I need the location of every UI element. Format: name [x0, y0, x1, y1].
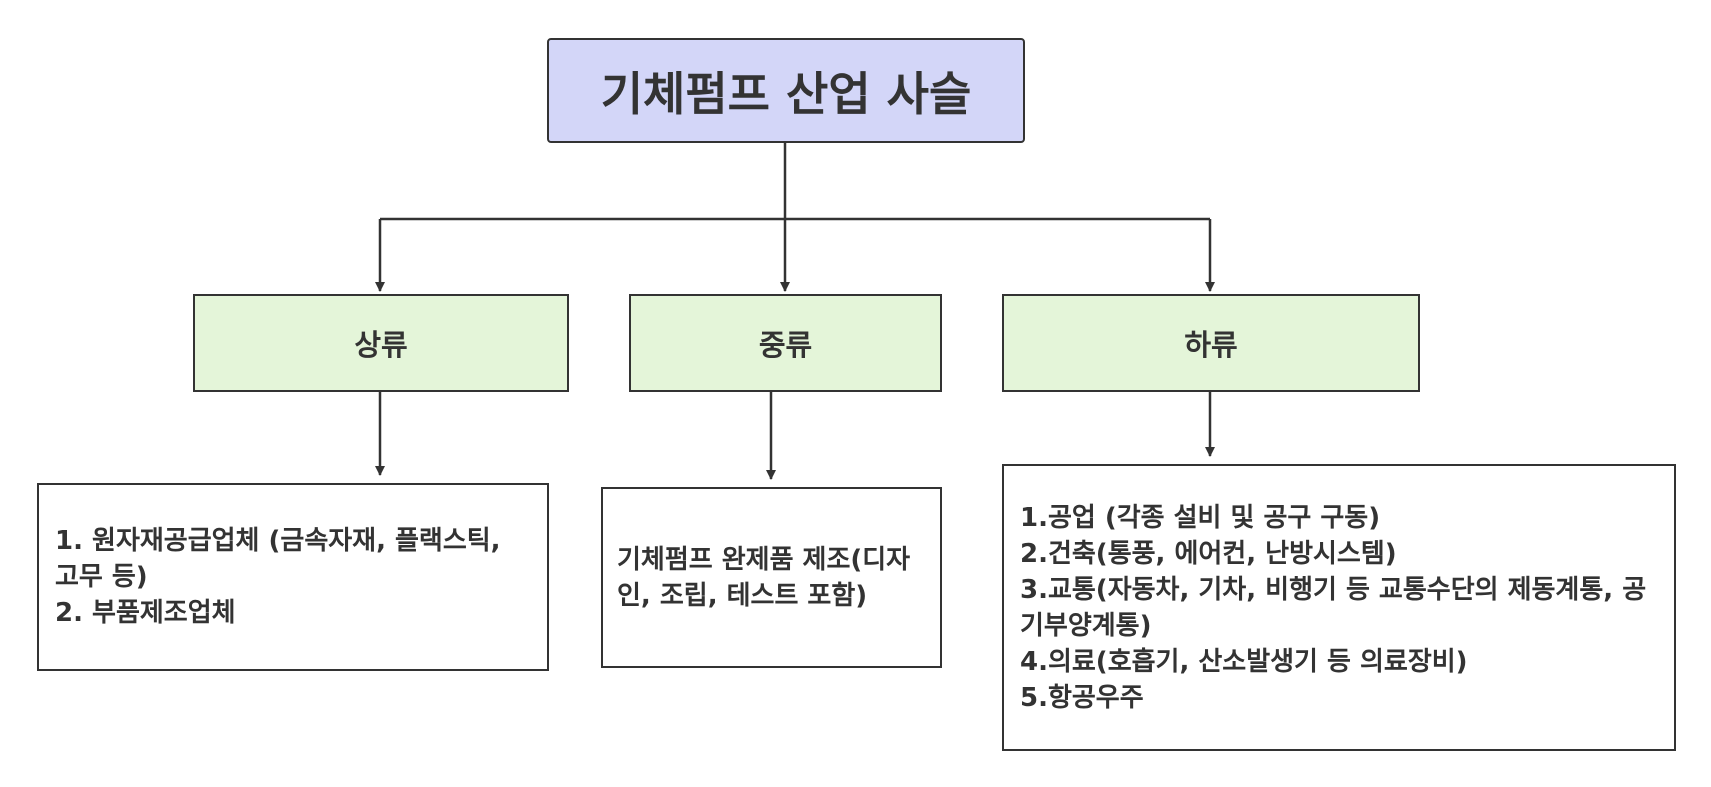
midstream-item: 기체펌프 완제품 제조(디자인, 조립, 테스트 포함) — [617, 544, 911, 611]
midstream-label: 중류 — [758, 328, 813, 362]
downstream-item: 2.건축(통풍, 에어컨, 난방시스템) — [1020, 538, 1397, 569]
downstream-item: 1.공업 (각종 설비 및 공구 구동) — [1020, 502, 1381, 533]
upstream-detail-box: 1. 원자재공급업체 (금속자재, 플랙스틱, 고무 등) 2. 부품제조업체 — [37, 483, 549, 671]
downstream-detail-box: 1.공업 (각종 설비 및 공구 구동) 2.건축(통풍, 에어컨, 난방시스템… — [1002, 464, 1676, 751]
downstream-node: 하류 — [1002, 294, 1420, 392]
downstream-item: 5.항공우주 — [1020, 682, 1144, 713]
upstream-item: 1. 원자재공급업체 (금속자재, 플랙스틱, 고무 등) — [55, 526, 501, 592]
root-node: 기체펌프 산업 사슬 — [547, 38, 1025, 143]
midstream-node: 중류 — [629, 294, 942, 392]
upstream-item: 2. 부품제조업체 — [55, 598, 236, 628]
upstream-label: 상류 — [354, 328, 408, 362]
midstream-detail-box: 기체펌프 완제품 제조(디자인, 조립, 테스트 포함) — [601, 487, 942, 668]
downstream-item: 3.교통(자동차, 기차, 비행기 등 교통수단의 제동계통, 공기부양계통) — [1020, 574, 1647, 641]
downstream-item: 4.의료(호흡기, 산소발생기 등 의료장비) — [1020, 646, 1468, 677]
upstream-node: 상류 — [193, 294, 569, 392]
diagram-title: 기체펌프 산업 사슬 — [600, 66, 972, 121]
downstream-label: 하류 — [1184, 328, 1238, 362]
